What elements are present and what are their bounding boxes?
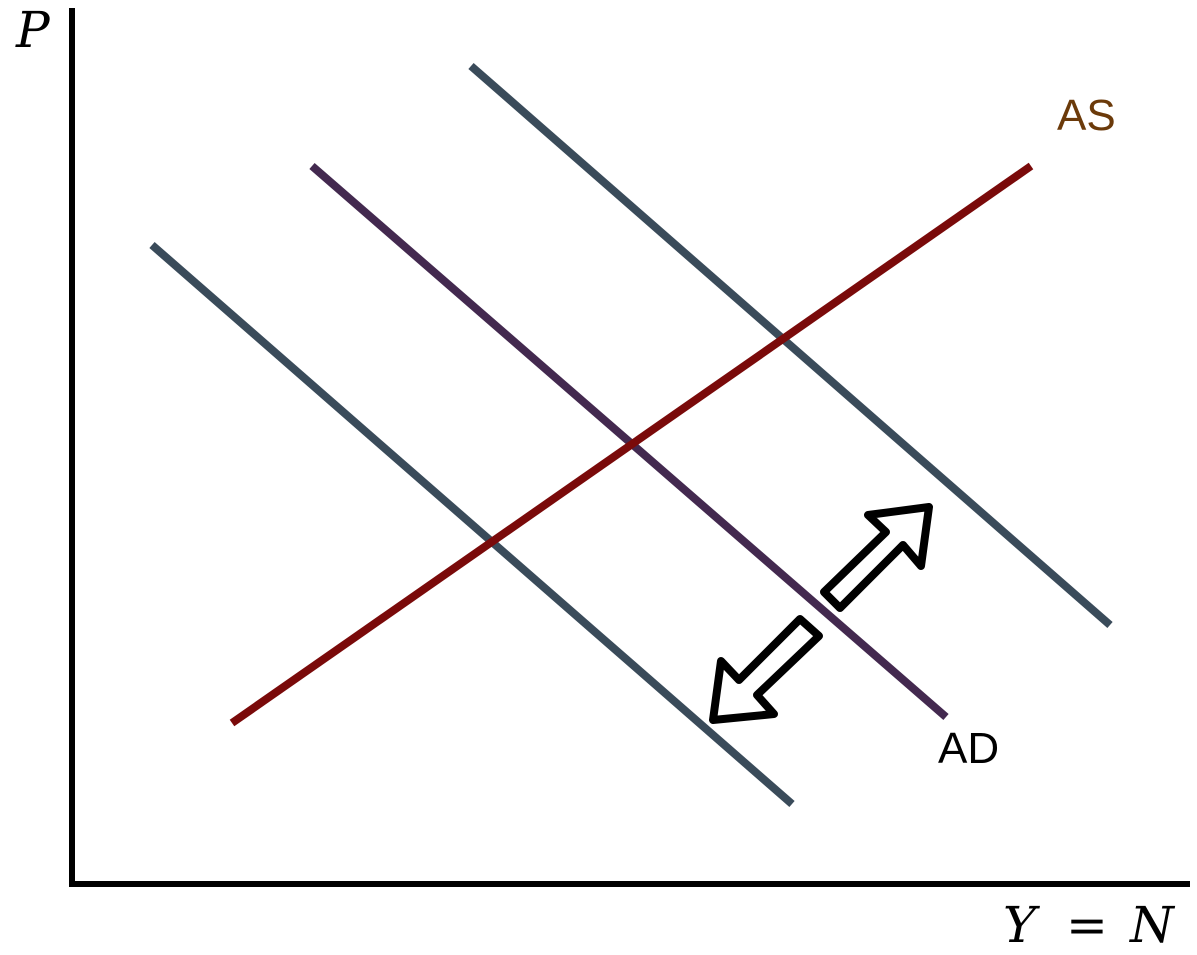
shift-right-arrow-icon <box>820 503 933 612</box>
ad-curve-left <box>149 241 795 808</box>
x-axis-label-y: Y <box>1003 896 1040 954</box>
ad-label: AD <box>938 724 999 773</box>
x-axis-label-n: N <box>1129 896 1176 954</box>
as-curve <box>229 162 1034 727</box>
as-label: AS <box>1057 91 1116 140</box>
ad-curve-right <box>468 62 1113 629</box>
x-axis-label-equals: = <box>1066 896 1108 954</box>
y-axis-label: P <box>15 1 51 59</box>
shift-left-arrow-icon <box>709 615 823 724</box>
